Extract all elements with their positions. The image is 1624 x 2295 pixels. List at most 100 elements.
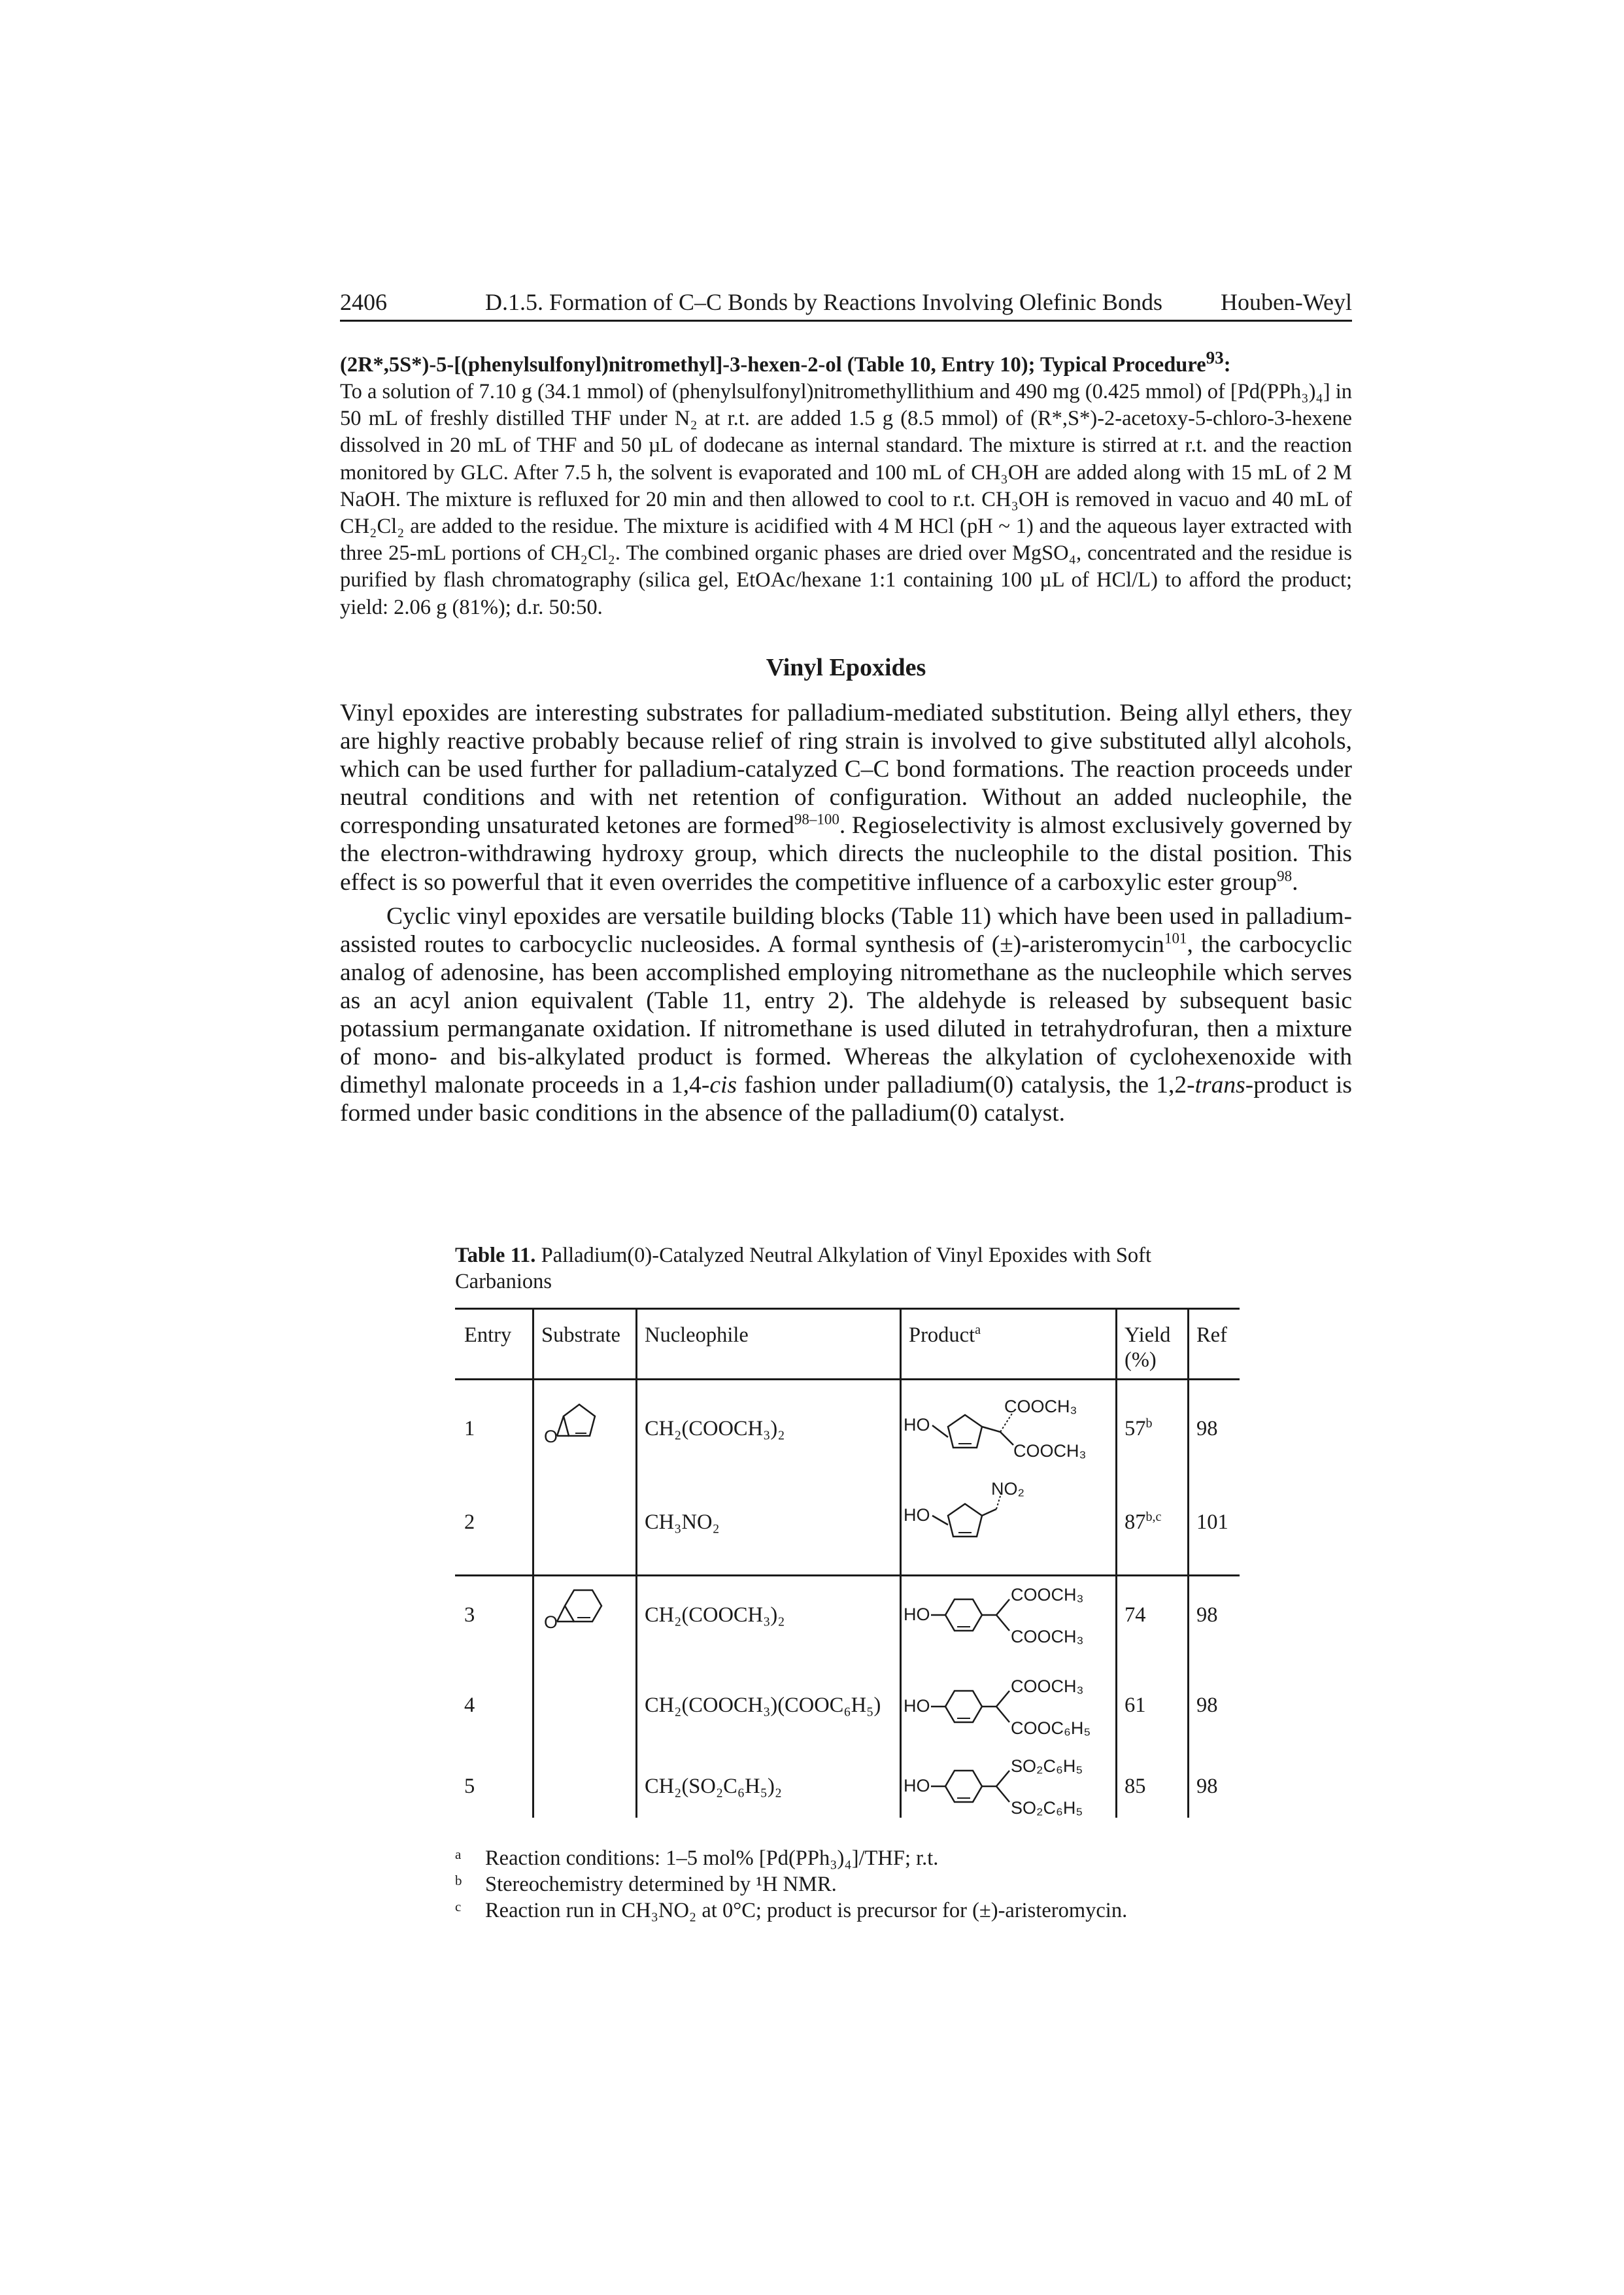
para2-c: fashion under palladium(0) catalysis, th… [737, 1072, 1195, 1099]
nucleophile-2: CH₃NO₂ [645, 1510, 720, 1534]
footnote: a Reaction conditions: 1–5 mol% [Pd(PPh₃)… [455, 1845, 1305, 1871]
footnote-mark: c [455, 1899, 462, 1914]
yield-3-value: 74 [1125, 1603, 1146, 1627]
nucleophile-5: CH₂(SO₂C₆H₅)₂ [645, 1775, 783, 1798]
header-product-label: Product [909, 1323, 975, 1347]
ref-5: 98 [1196, 1775, 1218, 1798]
footnote-text: Reaction run in CH₃NO₂ at 0°C; product i… [485, 1899, 1128, 1922]
bond [996, 1770, 1010, 1787]
table-top-rule [455, 1308, 1240, 1310]
typical-procedure: (2R*,5S*)-5-[(phenylsulfonyl)nitromethyl… [340, 345, 1352, 621]
para2-a: Cyclic vinyl epoxides are versatile buil… [340, 902, 1352, 958]
bond [1000, 1413, 1013, 1433]
table-col-divider [532, 1308, 534, 1818]
header-ref: Ref [1196, 1323, 1227, 1347]
bond [996, 1614, 1010, 1631]
substituent-label-bottom: COOCH₃ [1011, 1627, 1084, 1646]
table-caption: Table 11. Palladium(0)-Catalyzed Neutral… [455, 1242, 1240, 1295]
table-caption-label: Table 11. [455, 1244, 536, 1267]
para1-b: . Regioselectivity is almost exclusively… [340, 812, 1352, 896]
substrate-cyclopentene-oxide: O [544, 1403, 596, 1446]
product-1-structure: HO COOCH₃ COOCH₃ [904, 1397, 1087, 1461]
entry-2: 2 [464, 1510, 475, 1534]
product-4-structure: HO COOCH₃ COOC₆H₅ [904, 1676, 1091, 1738]
procedure-text: To a solution of 7.10 g (34.1 mmol) of (… [340, 380, 1352, 619]
yield-4: 61 [1125, 1692, 1146, 1718]
yield-3: 74 [1125, 1602, 1146, 1628]
header-rule [340, 320, 1352, 322]
procedure-title-colon: : [1223, 352, 1231, 377]
yield-4-value: 61 [1125, 1693, 1146, 1717]
footnote: c Reaction run in CH₃NO₂ at 0°C; product … [455, 1897, 1305, 1924]
footnote-text: Reaction conditions: 1–5 mol% [Pd(PPh₃)₄… [485, 1846, 939, 1870]
header-product-mark: a [975, 1323, 981, 1338]
substituent-label-top: SO₂C₆H₅ [1011, 1756, 1083, 1776]
para2-trans: trans [1194, 1072, 1245, 1099]
procedure-title: (2R*,5S*)-5-[(phenylsulfonyl)nitromethyl… [340, 348, 1231, 377]
cyclopentene-ring [947, 1503, 983, 1538]
bond [996, 1706, 1010, 1723]
entry-4: 4 [464, 1693, 475, 1717]
epoxide-oxygen-label: O [544, 1427, 558, 1446]
ref-3: 98 [1196, 1603, 1218, 1627]
table-caption-text: Palladium(0)-Catalyzed Neutral Alkylatio… [455, 1244, 1152, 1293]
product-5-structure: HO SO₂C₆H₅ SO₂C₆H₅ [904, 1756, 1083, 1818]
table-col-divider [1115, 1308, 1117, 1818]
epoxide-bond [556, 1605, 566, 1622]
footnote-mark: a [455, 1846, 462, 1862]
nucleophile-3: CH₂(COOCH₃)₂ [645, 1603, 785, 1627]
header-product: Producta [909, 1322, 981, 1348]
cyclohexene-ring [944, 1598, 983, 1632]
product-hydroxy-label: HO [904, 1776, 930, 1795]
table-footnotes: a Reaction conditions: 1–5 mol% [Pd(PPh₃)… [455, 1845, 1305, 1924]
para2-d: -product is formed under basic condition… [340, 1072, 1352, 1127]
cyclohexene-ring [944, 1690, 983, 1724]
product-3-structure: HO COOCH₃ COOCH₃ [904, 1585, 1084, 1646]
header-yield-unit: (%) [1125, 1348, 1157, 1372]
substituent-label-top: COOCH₃ [1004, 1397, 1077, 1416]
para2-b: , the carbocyclic analog of adenosine, h… [340, 930, 1352, 1099]
cyclohexene-ring [564, 1589, 603, 1623]
yield-5: 85 [1125, 1773, 1146, 1799]
table-11: Entry Substrate Nucleophile Producta Yie… [455, 1308, 1240, 1818]
bond [1000, 1431, 1014, 1446]
table-group-rule [455, 1574, 1240, 1576]
product-hydroxy-label: HO [904, 1415, 930, 1435]
bond [996, 1599, 1010, 1616]
header-yield: Yield [1125, 1323, 1171, 1347]
footnote: b Stereochemistry determined by ¹H NMR. [455, 1871, 1305, 1897]
yield-2-mark: b,c [1145, 1510, 1162, 1525]
ref-4: 98 [1196, 1693, 1218, 1717]
para1-a: Vinyl epoxides are interesting substrate… [340, 700, 1352, 840]
cyclohexene-ring [944, 1769, 983, 1803]
product-hydroxy-label: HO [904, 1605, 930, 1624]
header-entry: Entry [464, 1323, 512, 1347]
nucleophile-1: CH₂(COOCH₃)₂ [645, 1417, 785, 1440]
page-number: 2406 [340, 289, 387, 315]
section-heading: D.1.5. Formation of C–C Bonds by Reactio… [485, 289, 1162, 315]
ref-2: 101 [1196, 1510, 1228, 1534]
substituent-label-bottom: COOCH₃ [1013, 1441, 1087, 1461]
yield-1-value: 57 [1125, 1417, 1146, 1440]
table-header-rule [455, 1378, 1240, 1380]
nucleophile-4: CH₂(COOCH₃)(COOC₆H₅) [645, 1693, 881, 1717]
entry-1: 1 [464, 1417, 475, 1440]
product-hydroxy-label: HO [904, 1505, 930, 1525]
substituent-label-bottom: SO₂C₆H₅ [1011, 1798, 1083, 1818]
bond [981, 1425, 1001, 1433]
substituent-label-top: NO₂ [991, 1479, 1024, 1499]
footnote-mark: b [455, 1873, 462, 1888]
substrate-cyclohexene-oxide: O [544, 1589, 603, 1632]
para1-ref-2: 98 [1277, 868, 1293, 885]
yield-2: 87b,c [1125, 1509, 1161, 1535]
bond [996, 1786, 1010, 1803]
para2-cis: cis [709, 1072, 737, 1099]
para1-c: . [1292, 868, 1298, 896]
header-nucleophile: Nucleophile [645, 1323, 749, 1347]
cyclopentene-ring [947, 1414, 983, 1449]
product-2-structure: HO NO₂ [904, 1479, 1024, 1538]
table-col-divider [900, 1308, 902, 1818]
bond [996, 1690, 1010, 1707]
yield-2-value: 87 [1125, 1510, 1146, 1534]
footnote-text: Stereochemistry determined by ¹H NMR. [485, 1873, 837, 1896]
